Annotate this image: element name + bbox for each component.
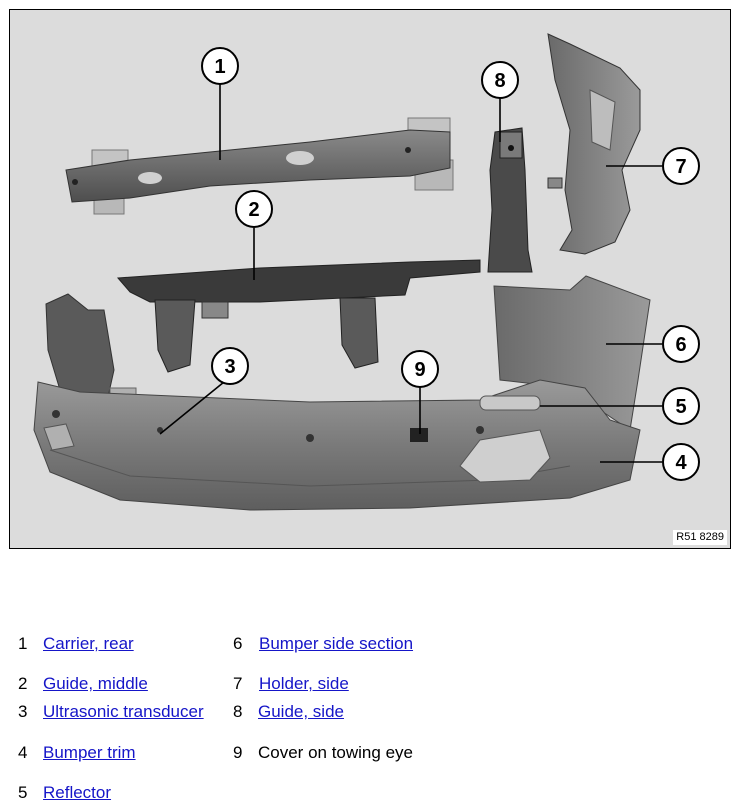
callouts: 1 2 3 4 5 6 7 8 9 (201, 47, 700, 481)
legend-link-bumper-trim[interactable]: Bumper trim (43, 743, 136, 762)
legend-number: 1 (18, 634, 28, 653)
figure-reference: R51 8289 (673, 530, 727, 545)
callout-8-label: 8 (494, 70, 505, 92)
legend-number: 8 (233, 702, 243, 721)
legend-number: 2 (18, 674, 28, 693)
callout-9: 9 (401, 350, 439, 388)
legend-number: 4 (18, 743, 28, 762)
callout-3: 3 (211, 347, 249, 385)
callout-2-label: 2 (248, 199, 259, 221)
leader-lines (159, 84, 662, 463)
legend-link-ultrasonic-transducer[interactable]: Ultrasonic transducer (43, 702, 204, 721)
legend-link-holder-side[interactable]: Holder, side (259, 674, 349, 693)
callout-1-label: 1 (214, 56, 225, 78)
callout-9-label: 9 (414, 359, 425, 381)
callout-4-label: 4 (675, 452, 687, 474)
callout-6-label: 6 (675, 334, 686, 356)
callout-1: 1 (201, 47, 239, 85)
legend-link-guide-side[interactable]: Guide, side (258, 702, 344, 721)
legend-number: 7 (233, 674, 243, 693)
part-carrier-rear (65, 117, 454, 215)
legend-link-bumper-side-section[interactable]: Bumper side section (259, 634, 414, 653)
callout-5-label: 5 (675, 396, 686, 418)
callout-5: 5 (662, 387, 700, 425)
callout-7: 7 (662, 147, 700, 185)
diagram-artwork: 1 2 3 4 5 6 7 8 9 (33, 33, 700, 511)
legend-link-guide-middle[interactable]: Guide, middle (43, 674, 148, 693)
legend-link-reflector[interactable]: Reflector (43, 783, 112, 802)
legend-label-cover-towing-eye: Cover on towing eye (258, 743, 413, 762)
legend-number: 3 (18, 702, 28, 721)
callout-6: 6 (662, 325, 700, 363)
callout-3-label: 3 (224, 356, 235, 378)
legend-number: 5 (18, 783, 28, 802)
part-holder-side (547, 33, 641, 255)
callout-4: 4 (662, 443, 700, 481)
legend-number: 9 (233, 743, 243, 762)
callout-2: 2 (235, 190, 273, 228)
part-guide-side (487, 127, 533, 273)
legend-number: 6 (233, 634, 243, 653)
exploded-diagram: 1 2 3 4 5 6 7 8 9 R51 8289 (9, 9, 731, 549)
part-guide-middle (116, 259, 481, 373)
legend-link-carrier-rear[interactable]: Carrier, rear (43, 634, 134, 653)
callout-8: 8 (481, 61, 519, 99)
callout-7-label: 7 (675, 156, 686, 178)
part-bumper-trim (33, 379, 641, 511)
